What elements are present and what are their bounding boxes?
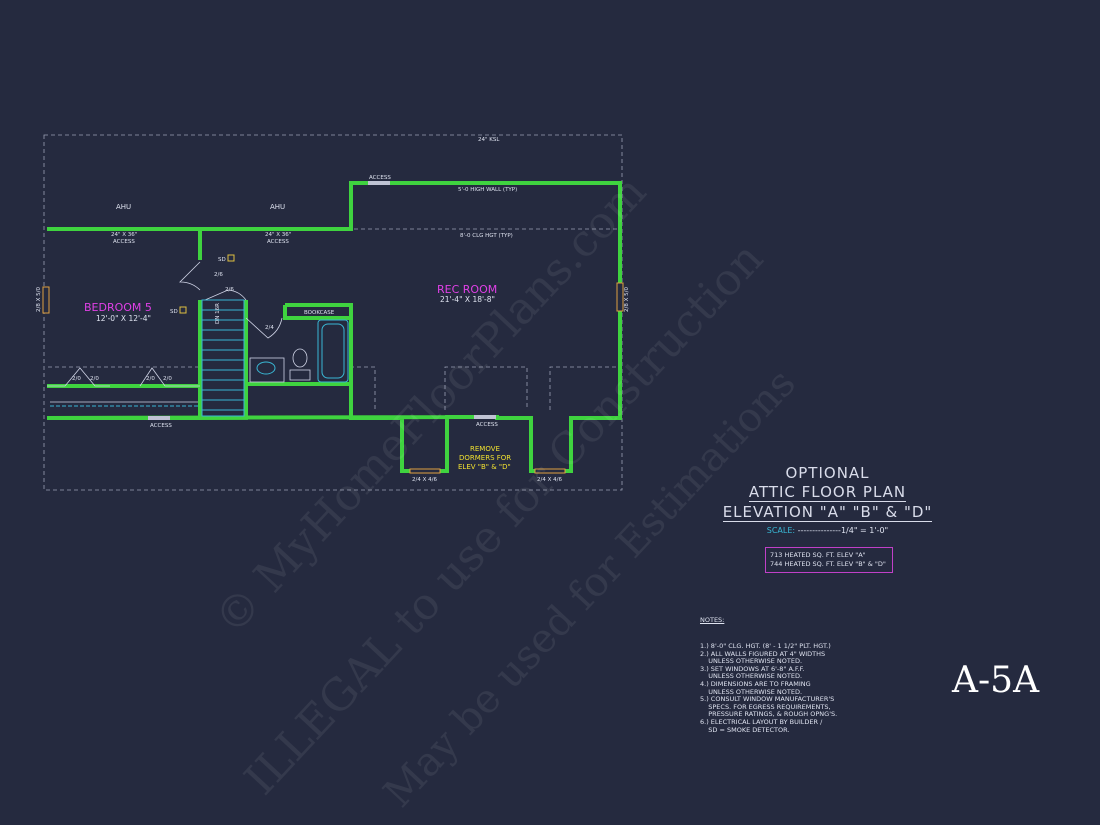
- title-line-2: ATTIC FLOOR PLAN: [748, 483, 907, 502]
- title-line-1: OPTIONAL: [785, 464, 870, 482]
- window-label: 2/8 X 5/0: [624, 287, 630, 312]
- dormer-note: DORMERS FOR: [459, 454, 511, 462]
- roof-outline: [43, 134, 623, 491]
- dormer-outline: [350, 366, 376, 410]
- stairs: [201, 299, 245, 417]
- notes-header: NOTES:: [700, 616, 725, 625]
- access-label: ACCESS: [150, 423, 172, 429]
- half-wall-label: 5'-0 HIGH WALL (TYP): [458, 187, 517, 193]
- bookcase-label: BOOKCASE: [304, 310, 335, 316]
- title-line-3: ELEVATION "A" "B" & "D": [722, 503, 933, 522]
- door-label: 2/6: [225, 287, 234, 293]
- sheet-number: A-5A: [952, 660, 1040, 701]
- scale-indicator: SCALE: ---------------1/4" = 1'-0": [690, 526, 965, 535]
- exterior-walls: [46, 181, 622, 473]
- door-label: 2/4: [265, 325, 274, 331]
- smoke-detector-label: SD: [218, 257, 226, 263]
- drawing-title-block: OPTIONAL ATTIC FLOOR PLAN ELEVATION "A" …: [690, 464, 965, 535]
- bathtub-inner: [321, 323, 345, 379]
- notes-body: 1.) 8'-0" CLG. HGT. (8' - 1 1/2" PLT. HG…: [700, 641, 838, 734]
- smoke-detector: [179, 306, 187, 314]
- access-hatch: [474, 415, 496, 419]
- door-swing: [204, 289, 247, 301]
- scale-value: ---------------1/4" = 1'-0": [797, 526, 889, 535]
- window-right: [616, 282, 624, 312]
- window-label: 2/4 X 4/6: [537, 477, 562, 483]
- bathtub: [317, 319, 349, 383]
- door-label: 2/6: [214, 272, 223, 278]
- dormer-outline: [549, 366, 620, 410]
- access-label: ACCESS: [267, 239, 289, 245]
- closet-door-label: 2/0: [90, 376, 99, 382]
- vanity: [249, 357, 285, 383]
- access-label: ACCESS: [476, 422, 498, 428]
- window-dormer-1: [409, 468, 441, 474]
- smoke-detector-label: SD: [170, 309, 178, 315]
- general-notes: NOTES: 1.) 8'-0" CLG. HGT. (8' - 1 1/2" …: [700, 602, 837, 742]
- access-hatch: [368, 181, 390, 185]
- sqft-line: 744 HEATED SQ. FT. ELEV "B" & "D": [770, 560, 886, 568]
- sink: [256, 361, 276, 375]
- window-label: 2/8 X 5/0: [36, 287, 42, 312]
- closet-door-label: 2/0: [163, 376, 172, 382]
- access-label: ACCESS: [369, 175, 391, 181]
- smoke-detector: [227, 254, 235, 262]
- heated-sqft-box: 713 HEATED SQ. FT. ELEV "A" 744 HEATED S…: [765, 547, 893, 573]
- door-swing: [245, 317, 283, 339]
- access-label: ACCESS: [113, 239, 135, 245]
- bath-wall: [283, 303, 353, 384]
- stair-label: DN 16R: [215, 303, 221, 324]
- access-label: 24" X 36": [111, 232, 137, 238]
- rec-room-dim: 21'-4" X 18'-8": [440, 295, 495, 304]
- dormer-outline: [444, 366, 528, 410]
- window-dormer-2: [534, 468, 566, 474]
- toilet-tank: [289, 369, 311, 381]
- scale-label: SCALE:: [766, 526, 798, 535]
- closet-door-label: 2/0: [146, 376, 155, 382]
- bedroom-name: BEDROOM 5: [84, 301, 152, 314]
- dormer-note: REMOVE: [470, 445, 500, 453]
- access-label: 24" X 36": [265, 232, 291, 238]
- door-swing: [179, 261, 201, 291]
- dormer-note: ELEV "B" & "D": [458, 463, 511, 471]
- sqft-line: 713 HEATED SQ. FT. ELEV "A": [770, 551, 866, 559]
- header-label: 24" KSL: [478, 137, 500, 143]
- window-label: 2/4 X 4/6: [412, 477, 437, 483]
- access-hatch: [148, 416, 170, 420]
- closet-front: [47, 367, 200, 387]
- ahu-label: AHU: [270, 203, 285, 211]
- ahu-label: AHU: [116, 203, 131, 211]
- rec-room-name: REC ROOM: [437, 283, 497, 296]
- ceiling-height-label: 8'-0 CLG HGT (TYP): [460, 233, 513, 239]
- bedroom-dim: 12'-0" X 12'-4": [96, 314, 151, 323]
- toilet: [292, 348, 308, 368]
- closet-door-label: 2/0: [72, 376, 81, 382]
- window-left: [42, 286, 50, 314]
